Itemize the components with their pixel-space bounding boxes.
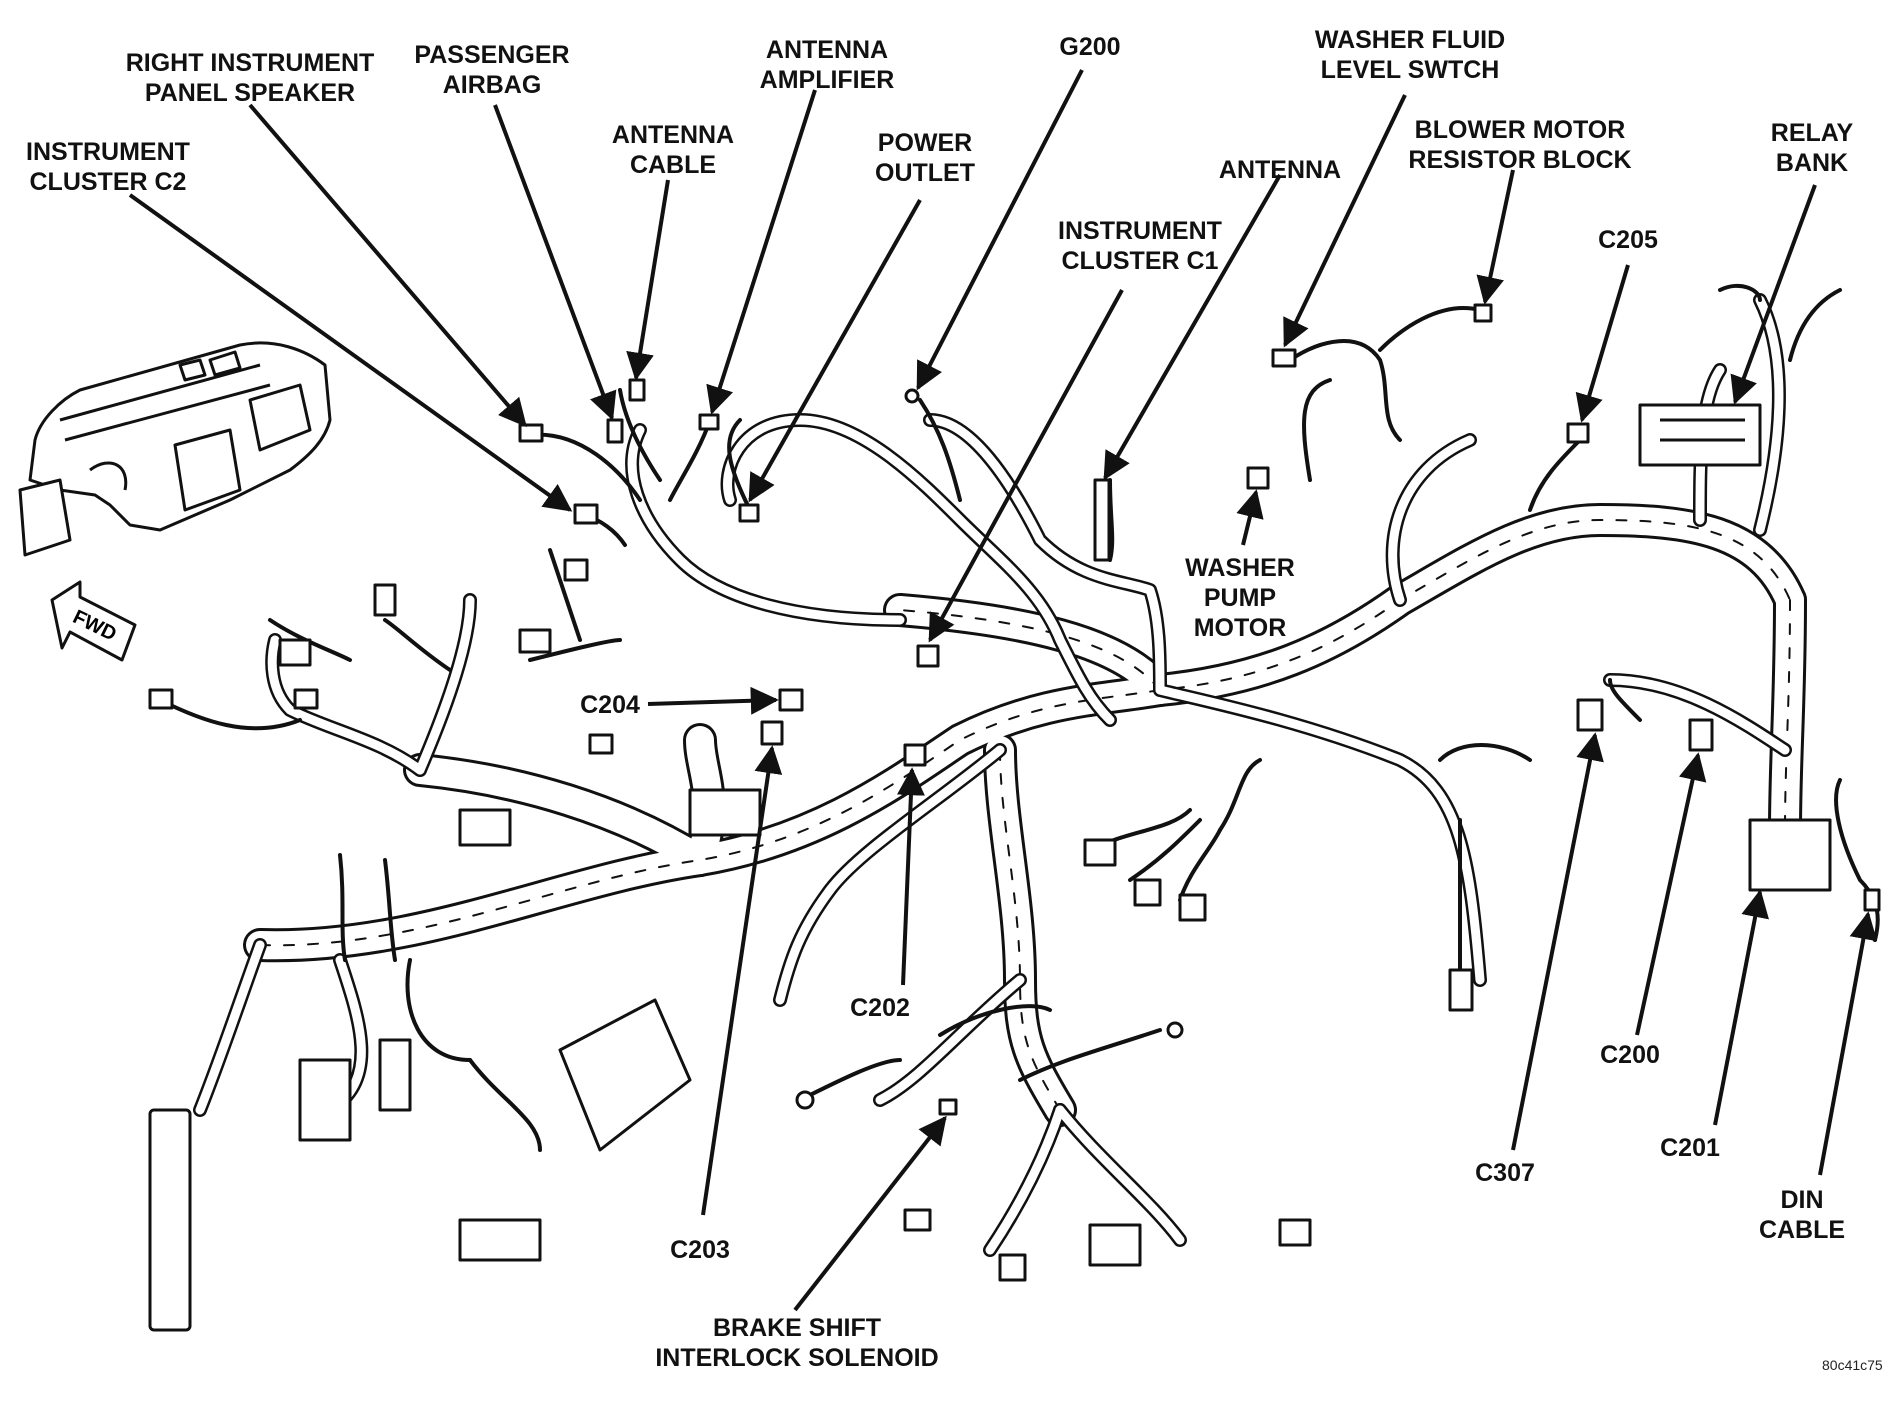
fwd-arrow: FWD <box>50 580 137 662</box>
leader-brake-shift-interlock <box>793 1115 947 1312</box>
figure-code: 80c41c75 <box>1822 1357 1883 1373</box>
leader-c203 <box>701 745 783 1216</box>
connector-left-d <box>373 583 397 617</box>
main-harness <box>243 503 1807 1127</box>
leader-blower-motor-resistor <box>1476 169 1515 305</box>
connector-left-a <box>278 638 312 667</box>
connector-washer-fluid-level <box>1271 348 1297 368</box>
connector-lower-left-c <box>458 1218 542 1262</box>
leader-antenna <box>1103 173 1282 481</box>
leader-c201 <box>1713 889 1769 1126</box>
leader-passenger-airbag <box>493 104 617 421</box>
leader-c200 <box>1635 752 1707 1036</box>
connector-power-outlet <box>738 503 760 523</box>
leader-g200 <box>916 69 1084 391</box>
connector-bottom-c <box>903 1208 932 1232</box>
leader-c205 <box>1575 264 1630 423</box>
connector-mid-d <box>1448 968 1474 1012</box>
connector-c202 <box>903 743 927 767</box>
connector-left-f <box>518 628 552 654</box>
connector-instrument-cluster-c1 <box>916 644 940 668</box>
label-c205: C205 <box>1598 226 1658 254</box>
connector-right-speaker <box>518 423 544 443</box>
connector-passenger-airbag <box>606 418 624 444</box>
harness-branches <box>193 293 1792 1257</box>
antenna-mast <box>1093 478 1111 562</box>
leader-instrument-cluster-c1 <box>928 289 1124 643</box>
connector-antenna-cable <box>628 378 646 402</box>
connector-c200 <box>1688 718 1714 752</box>
thin-wire-leads <box>158 283 1880 1152</box>
connector-left-b <box>148 688 174 710</box>
connector-mid-b <box>1133 878 1162 907</box>
label-c204: C204 <box>580 691 640 719</box>
label-c200: C200 <box>1600 1041 1660 1069</box>
leader-washer-fluid-level <box>1283 94 1407 348</box>
label-antenna: ANTENNA <box>1218 156 1342 184</box>
connector-instrument-cluster-c2 <box>573 503 599 525</box>
connector-bottom-d <box>1278 1218 1312 1247</box>
connector-c201 <box>1748 818 1832 892</box>
leader-washer-pump-motor <box>1236 489 1264 546</box>
connectors <box>148 303 1881 1332</box>
leader-power-outlet <box>748 199 922 503</box>
connector-lower-left-b <box>378 1038 412 1112</box>
label-g200: G200 <box>1059 33 1121 61</box>
connector-c204 <box>778 688 804 712</box>
module-lower-center <box>558 998 692 1152</box>
leader-instrument-cluster-c2 <box>128 193 573 512</box>
connector-center-left <box>458 808 512 847</box>
module-lower-left <box>148 1108 192 1332</box>
leader-c202 <box>896 767 925 986</box>
connector-din-cable <box>1863 888 1881 912</box>
ring-terminal-a <box>1166 1021 1184 1039</box>
connector-c205 <box>1566 422 1590 444</box>
connector-mid-c <box>1178 893 1207 922</box>
instrument-panel-drawing <box>18 341 332 557</box>
leader-relay-bank <box>1730 184 1817 405</box>
connector-left-g <box>588 733 614 755</box>
ring-terminal-b <box>795 1090 815 1110</box>
connector-blower-motor-resistor <box>1473 303 1493 323</box>
leader-antenna-amplifier <box>706 89 817 415</box>
leader-din-cable <box>1818 911 1878 1176</box>
relay-bank-box <box>1638 403 1762 467</box>
leader-antenna-cable <box>626 179 670 381</box>
connector-bottom-a <box>1088 1223 1142 1267</box>
connector-left-e <box>563 558 589 582</box>
leader-right-speaker <box>248 103 527 428</box>
leader-c204 <box>647 686 779 715</box>
connector-mid-a <box>1083 838 1117 867</box>
leader-c307 <box>1511 732 1604 1151</box>
connector-antenna-amplifier <box>698 413 720 431</box>
connector-brake-shift-interlock <box>938 1098 958 1116</box>
label-c307: C307 <box>1475 1159 1535 1187</box>
connector-center-block <box>688 788 762 837</box>
label-c202: C202 <box>850 994 910 1022</box>
leader-arrows <box>128 69 1878 1312</box>
g200-ring-terminal <box>904 388 920 404</box>
connector-washer-pump-motor <box>1246 466 1270 490</box>
connector-left-c <box>293 688 319 710</box>
label-c203: C203 <box>670 1236 730 1264</box>
connector-c307 <box>1576 698 1604 732</box>
connector-c203 <box>760 720 784 746</box>
connector-bottom-b <box>998 1253 1027 1282</box>
label-c201: C201 <box>1660 1134 1720 1162</box>
connector-lower-left-a <box>298 1058 352 1142</box>
